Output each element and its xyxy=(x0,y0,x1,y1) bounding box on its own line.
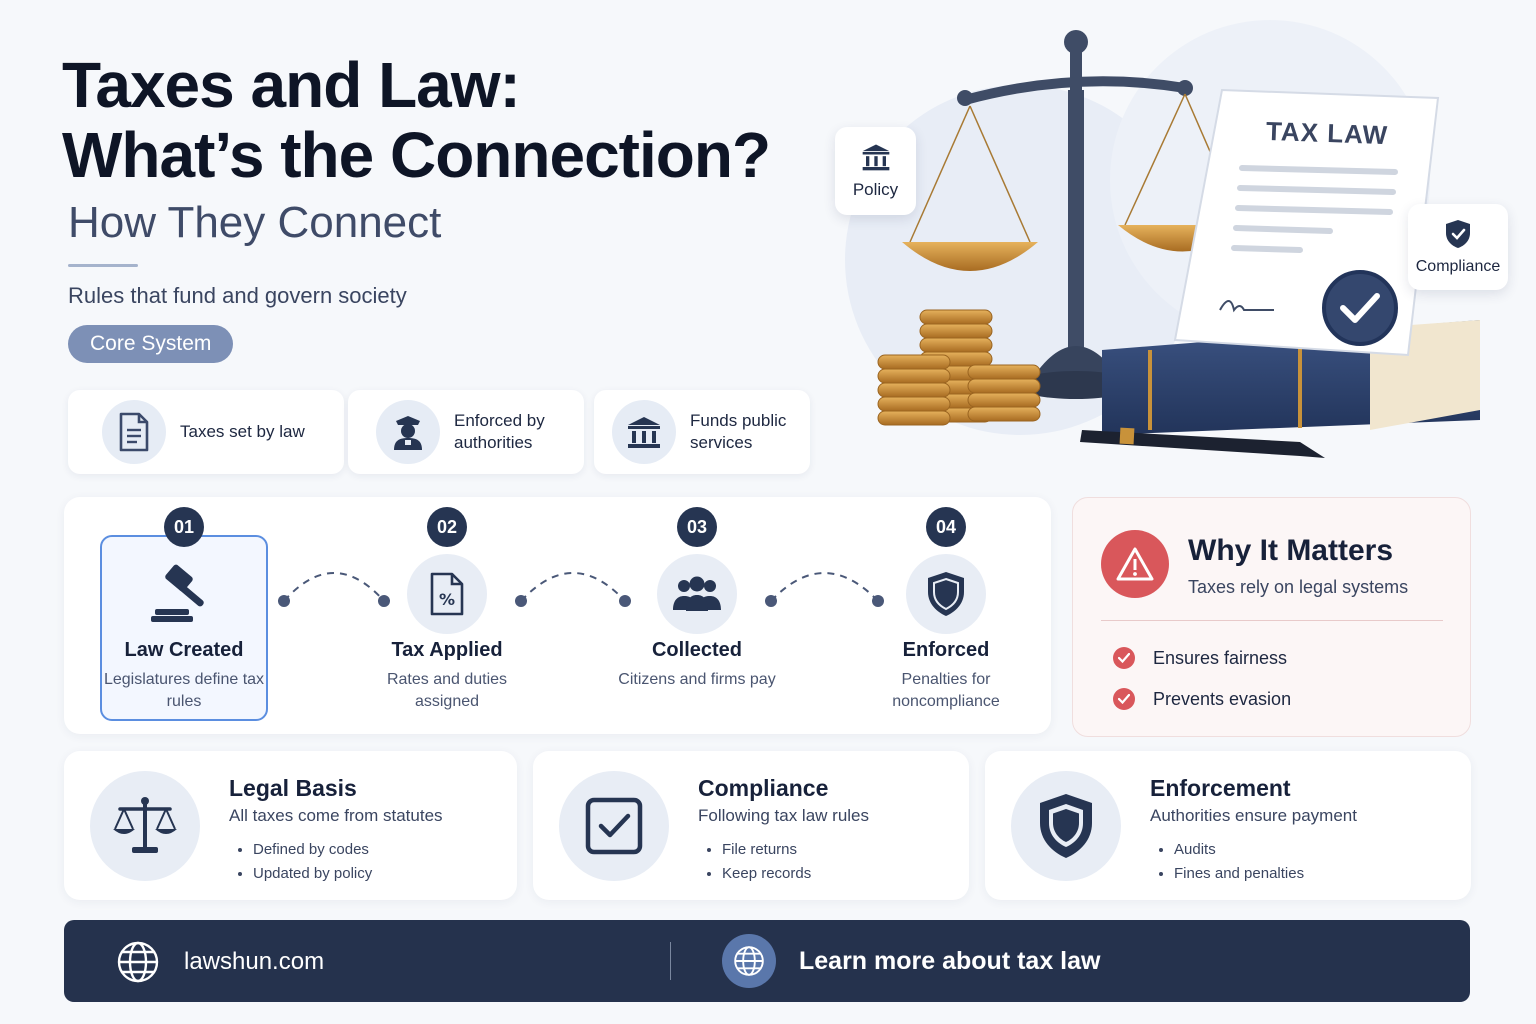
people-group-icon xyxy=(657,554,737,634)
process-step-tax-applied: 02 % Tax Applied Rates and duties assign… xyxy=(352,497,542,734)
title-line-1: Taxes and Law: xyxy=(62,49,521,121)
compliance-card: Compliance xyxy=(1408,204,1508,290)
svg-text:%: % xyxy=(439,590,455,609)
process-step-collected: 03 Collected Citizens and firms pay xyxy=(602,497,792,734)
card-title: Compliance xyxy=(698,775,829,801)
step-description: Rates and duties assigned xyxy=(386,671,508,710)
step-number: 04 xyxy=(926,507,966,547)
document-icon xyxy=(102,400,166,464)
check-icon xyxy=(1113,688,1135,710)
scales-icon xyxy=(90,771,200,881)
site-link[interactable]: lawshun.com xyxy=(184,948,325,975)
step-name: Law Created xyxy=(124,639,244,661)
shield-check-icon xyxy=(1446,220,1470,248)
step-highlight-box xyxy=(100,535,268,721)
footer-divider xyxy=(670,942,671,980)
feature-label: Funds public services xyxy=(690,411,787,452)
learn-more-link[interactable]: Learn more about tax law xyxy=(799,947,1101,975)
feature-label: Enforced by authorities xyxy=(454,411,545,452)
step-description: Legislatures define tax rules xyxy=(103,671,265,710)
card-subtitle: Authorities ensure payment xyxy=(1150,806,1357,825)
card-bullet: File returns xyxy=(722,838,811,862)
card-title: Enforcement xyxy=(1150,775,1291,801)
gavel-icon xyxy=(144,554,224,634)
page-title: Taxes and Law: What’s the Connection? xyxy=(62,50,842,190)
feature-card-taxes-set: Taxes set by law xyxy=(68,390,344,474)
card-title: Legal Basis xyxy=(229,775,357,801)
feature-card-funds: Funds public services xyxy=(594,390,810,474)
tagline: Rules that fund and govern society xyxy=(68,283,407,308)
percent-document-icon: % xyxy=(407,554,487,634)
compliance-label: Compliance xyxy=(1415,258,1501,275)
why-divider xyxy=(1101,620,1443,621)
why-it-matters-panel: Why It Matters Taxes rely on legal syste… xyxy=(1072,497,1471,737)
government-building-icon xyxy=(862,144,889,171)
policy-label: Policy xyxy=(852,180,899,199)
government-building-icon xyxy=(612,400,676,464)
warning-icon xyxy=(1101,530,1169,598)
step-name: Enforced xyxy=(902,639,990,661)
why-item-label: Prevents evasion xyxy=(1153,688,1292,709)
info-card-compliance: Compliance Following tax law rules File … xyxy=(533,751,969,900)
card-bullet: Keep records xyxy=(722,862,811,886)
title-line-2: What’s the Connection? xyxy=(62,119,771,191)
footer-bar: lawshun.com Learn more about tax law xyxy=(64,920,1470,1002)
hero-illustration: TAX LAW xyxy=(830,10,1530,490)
globe-icon xyxy=(722,934,776,988)
info-card-legal-basis: Legal Basis All taxes come from statutes… xyxy=(64,751,517,900)
process-step-enforced: 04 Enforced Penalties for noncompliance xyxy=(851,497,1041,734)
feature-label: Taxes set by law xyxy=(180,422,305,441)
document-title: TAX LAW xyxy=(1265,115,1389,151)
step-description: Penalties for noncompliance xyxy=(892,671,1000,710)
why-item-label: Ensures fairness xyxy=(1153,647,1288,668)
card-bullet: Fines and penalties xyxy=(1174,862,1304,886)
step-number: 01 xyxy=(164,507,204,547)
feature-card-enforced: Enforced by authorities xyxy=(348,390,584,474)
why-item: Ensures fairness xyxy=(1113,647,1287,669)
card-bullet: Updated by policy xyxy=(253,862,372,886)
shield-icon xyxy=(1011,771,1121,881)
title-divider xyxy=(68,264,138,267)
globe-icon xyxy=(117,941,159,983)
step-connectors xyxy=(278,572,884,607)
check-icon xyxy=(1113,647,1135,669)
shield-icon xyxy=(906,554,986,634)
step-number: 03 xyxy=(677,507,717,547)
process-panel: 01 Law Created Legislatures define tax r… xyxy=(64,497,1051,734)
checkbox-icon xyxy=(559,771,669,881)
process-step-law-created: 01 Law Created Legislatures define tax r… xyxy=(89,497,279,734)
step-name: Collected xyxy=(651,639,743,661)
step-description: Citizens and firms pay xyxy=(618,671,776,688)
core-system-pill: Core System xyxy=(68,325,234,363)
info-card-enforcement: Enforcement Authorities ensure payment A… xyxy=(985,751,1471,900)
scales-book-illustration xyxy=(845,20,1480,458)
step-name: Tax Applied xyxy=(391,639,503,661)
officer-icon xyxy=(376,400,440,464)
card-subtitle: All taxes come from statutes xyxy=(229,806,443,825)
why-title: Why It Matters xyxy=(1188,534,1394,567)
page-subtitle: How They Connect xyxy=(68,198,442,247)
card-subtitle: Following tax law rules xyxy=(698,806,870,825)
step-number: 02 xyxy=(427,507,467,547)
card-bullet: Audits xyxy=(1174,838,1304,862)
why-subtitle: Taxes rely on legal systems xyxy=(1188,577,1409,597)
policy-card: Policy xyxy=(835,127,916,215)
card-bullet: Defined by codes xyxy=(253,838,372,862)
why-item: Prevents evasion xyxy=(1113,688,1291,710)
